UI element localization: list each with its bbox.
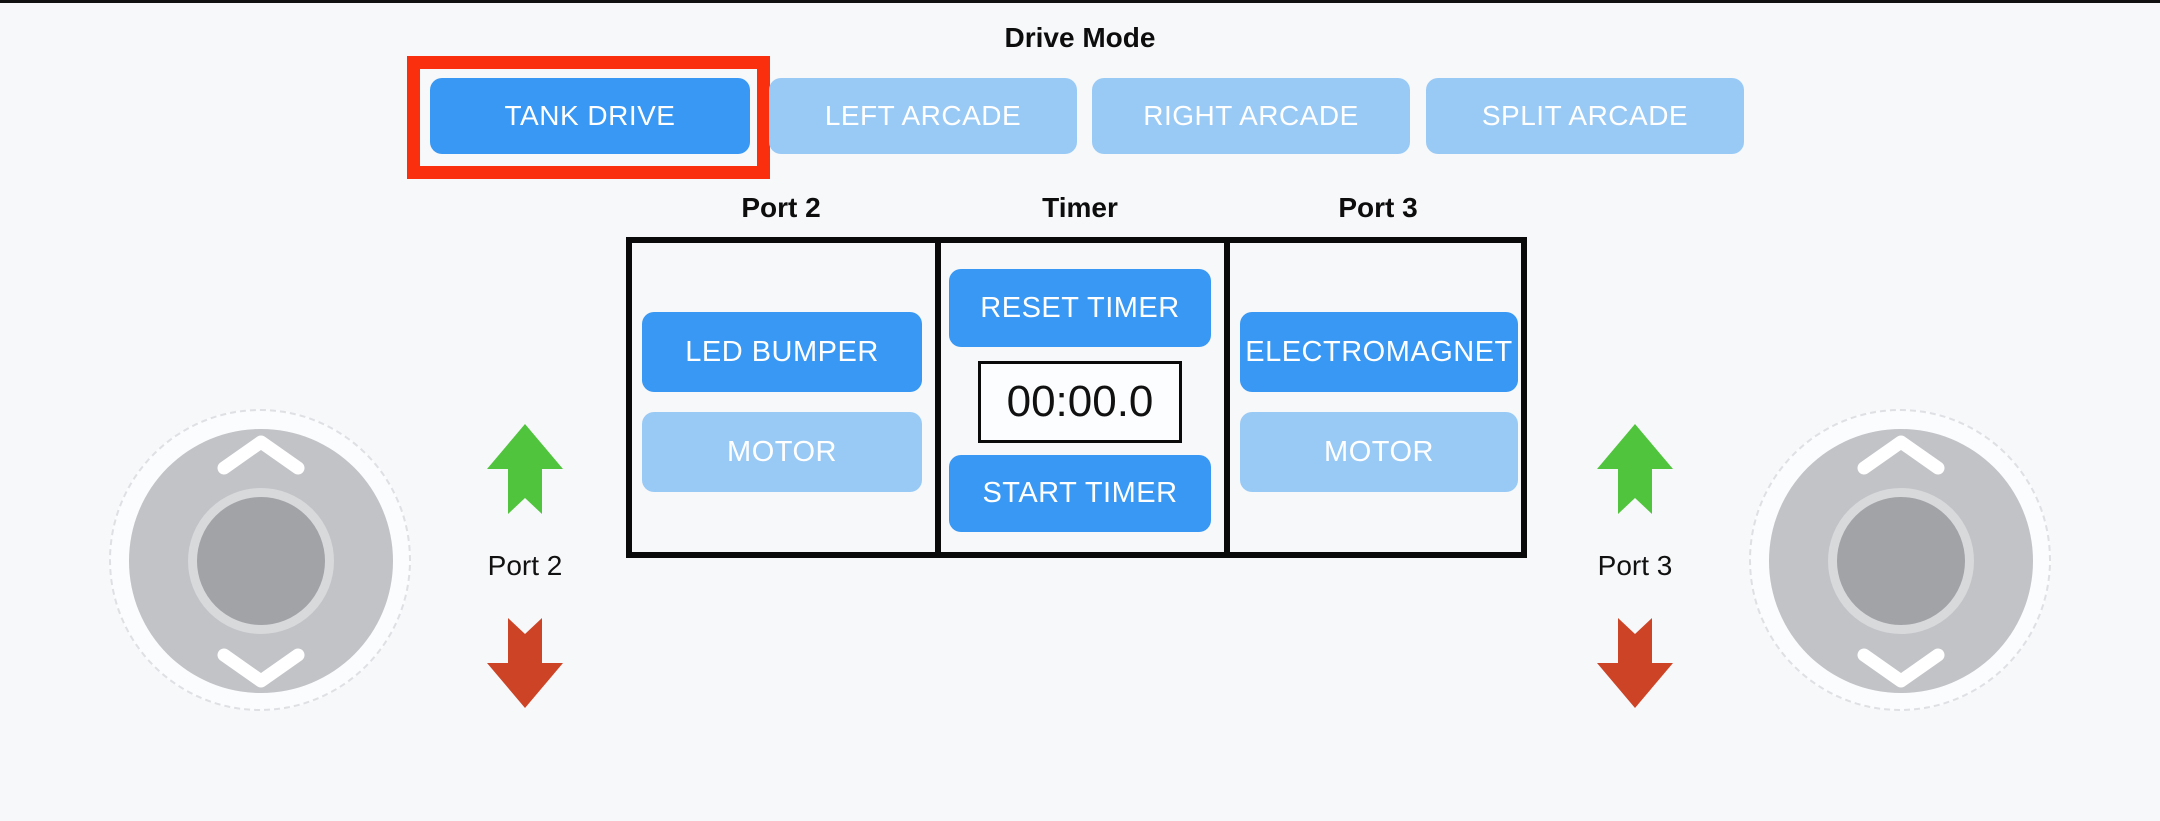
port2-joystick-label: Port 2 <box>487 550 563 581</box>
panel-divider-right <box>1224 243 1230 552</box>
port2-down-arrow-icon <box>487 618 563 708</box>
chevron-down-icon <box>217 648 305 688</box>
right-joystick[interactable] <box>1749 409 2051 711</box>
selected-mode-highlight <box>407 56 770 179</box>
right-arcade-button[interactable]: RIGHT ARCADE <box>1092 78 1410 154</box>
electromagnet-button[interactable]: ELECTROMAGNET <box>1240 312 1518 392</box>
tank-drive-button[interactable]: TANK DRIVE <box>430 78 750 154</box>
drive-mode-title: Drive Mode <box>1004 22 1156 53</box>
chevron-down-icon <box>1857 648 1945 688</box>
motor-port3-button[interactable]: MOTOR <box>1240 412 1518 492</box>
port3-up-arrow-icon <box>1597 424 1673 514</box>
port-2-header: Port 2 <box>741 192 821 223</box>
top-border <box>0 0 2160 3</box>
joystick-knob[interactable] <box>1828 488 1974 634</box>
start-timer-button[interactable]: START TIMER <box>949 455 1211 532</box>
timer-header: Timer <box>1042 192 1118 223</box>
split-arcade-button[interactable]: SPLIT ARCADE <box>1426 78 1744 154</box>
joystick-knob[interactable] <box>188 488 334 634</box>
motor-port2-button[interactable]: MOTOR <box>642 412 922 492</box>
port3-joystick-label: Port 3 <box>1597 550 1673 581</box>
port2-up-arrow-icon <box>487 424 563 514</box>
reset-timer-button[interactable]: RESET TIMER <box>949 269 1211 347</box>
timer-display: 00:00.0 <box>978 361 1182 443</box>
led-bumper-button[interactable]: LED BUMPER <box>642 312 922 392</box>
chevron-up-icon <box>217 435 305 475</box>
port3-down-arrow-icon <box>1597 618 1673 708</box>
chevron-up-icon <box>1857 435 1945 475</box>
panel-divider-left <box>935 243 941 552</box>
port-3-header: Port 3 <box>1338 192 1418 223</box>
left-arcade-button[interactable]: LEFT ARCADE <box>769 78 1077 154</box>
left-joystick[interactable] <box>109 409 411 711</box>
